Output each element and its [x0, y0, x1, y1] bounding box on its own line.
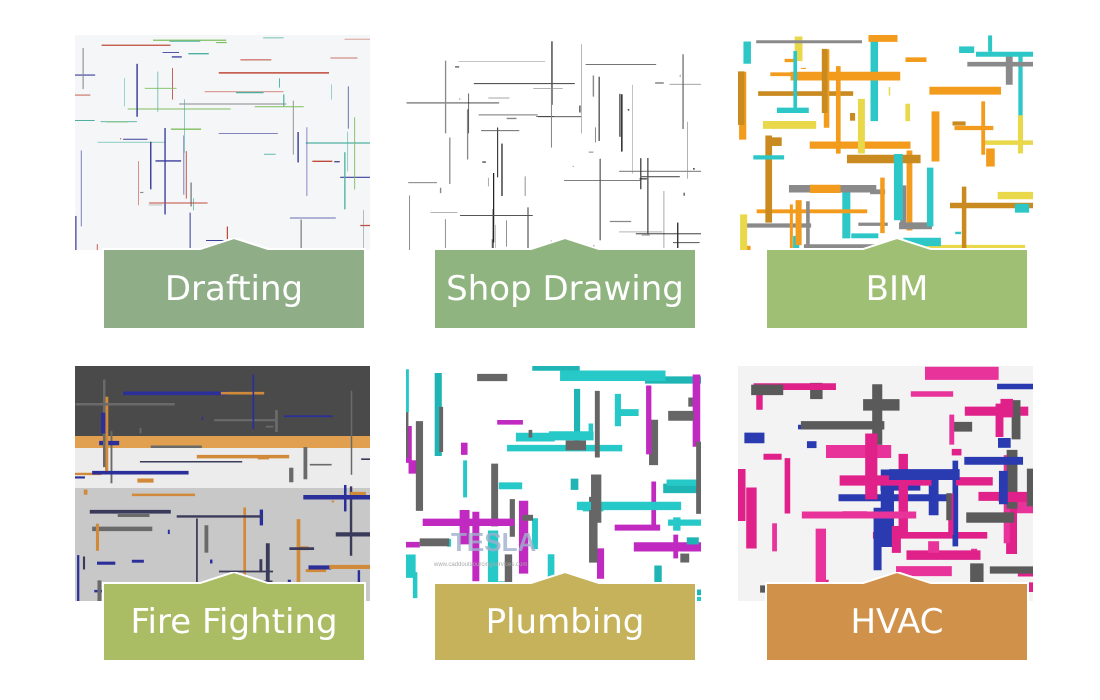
svg-text:www.caddoutsourcingservices.co: www.caddoutsourcingservices.com — [433, 562, 527, 568]
shop-drawing-image — [406, 35, 701, 250]
tile-label: BIM — [765, 238, 1029, 330]
label-notch — [857, 238, 937, 251]
svg-text:TESLA: TESLA — [451, 527, 536, 557]
hvac-image — [738, 366, 1033, 601]
label-notch — [194, 572, 274, 585]
tile-label-text: Plumbing — [485, 602, 645, 642]
tile-label-text: BIM — [865, 269, 929, 309]
label-notch — [857, 572, 937, 585]
tile-label: HVAC — [765, 572, 1029, 662]
tile-label: Fire Fighting — [102, 572, 366, 662]
tile-label-text: Shop Drawing — [446, 269, 684, 309]
tile-label-text: Fire Fighting — [130, 602, 338, 642]
tile-label: Drafting — [102, 238, 366, 330]
label-notch — [525, 238, 605, 251]
tile-label: Shop Drawing — [433, 238, 697, 330]
plumbing-image: TESLA www.caddoutsourcingservices.com — [406, 366, 701, 601]
tile-label-text: HVAC — [850, 602, 944, 642]
label-notch — [525, 572, 605, 585]
fire-fighting-image — [75, 366, 370, 601]
tile-label-text: Drafting — [164, 269, 304, 309]
bim-image — [738, 35, 1033, 250]
label-notch — [194, 238, 274, 251]
tile-label: Plumbing — [433, 572, 697, 662]
drafting-image — [75, 35, 370, 250]
